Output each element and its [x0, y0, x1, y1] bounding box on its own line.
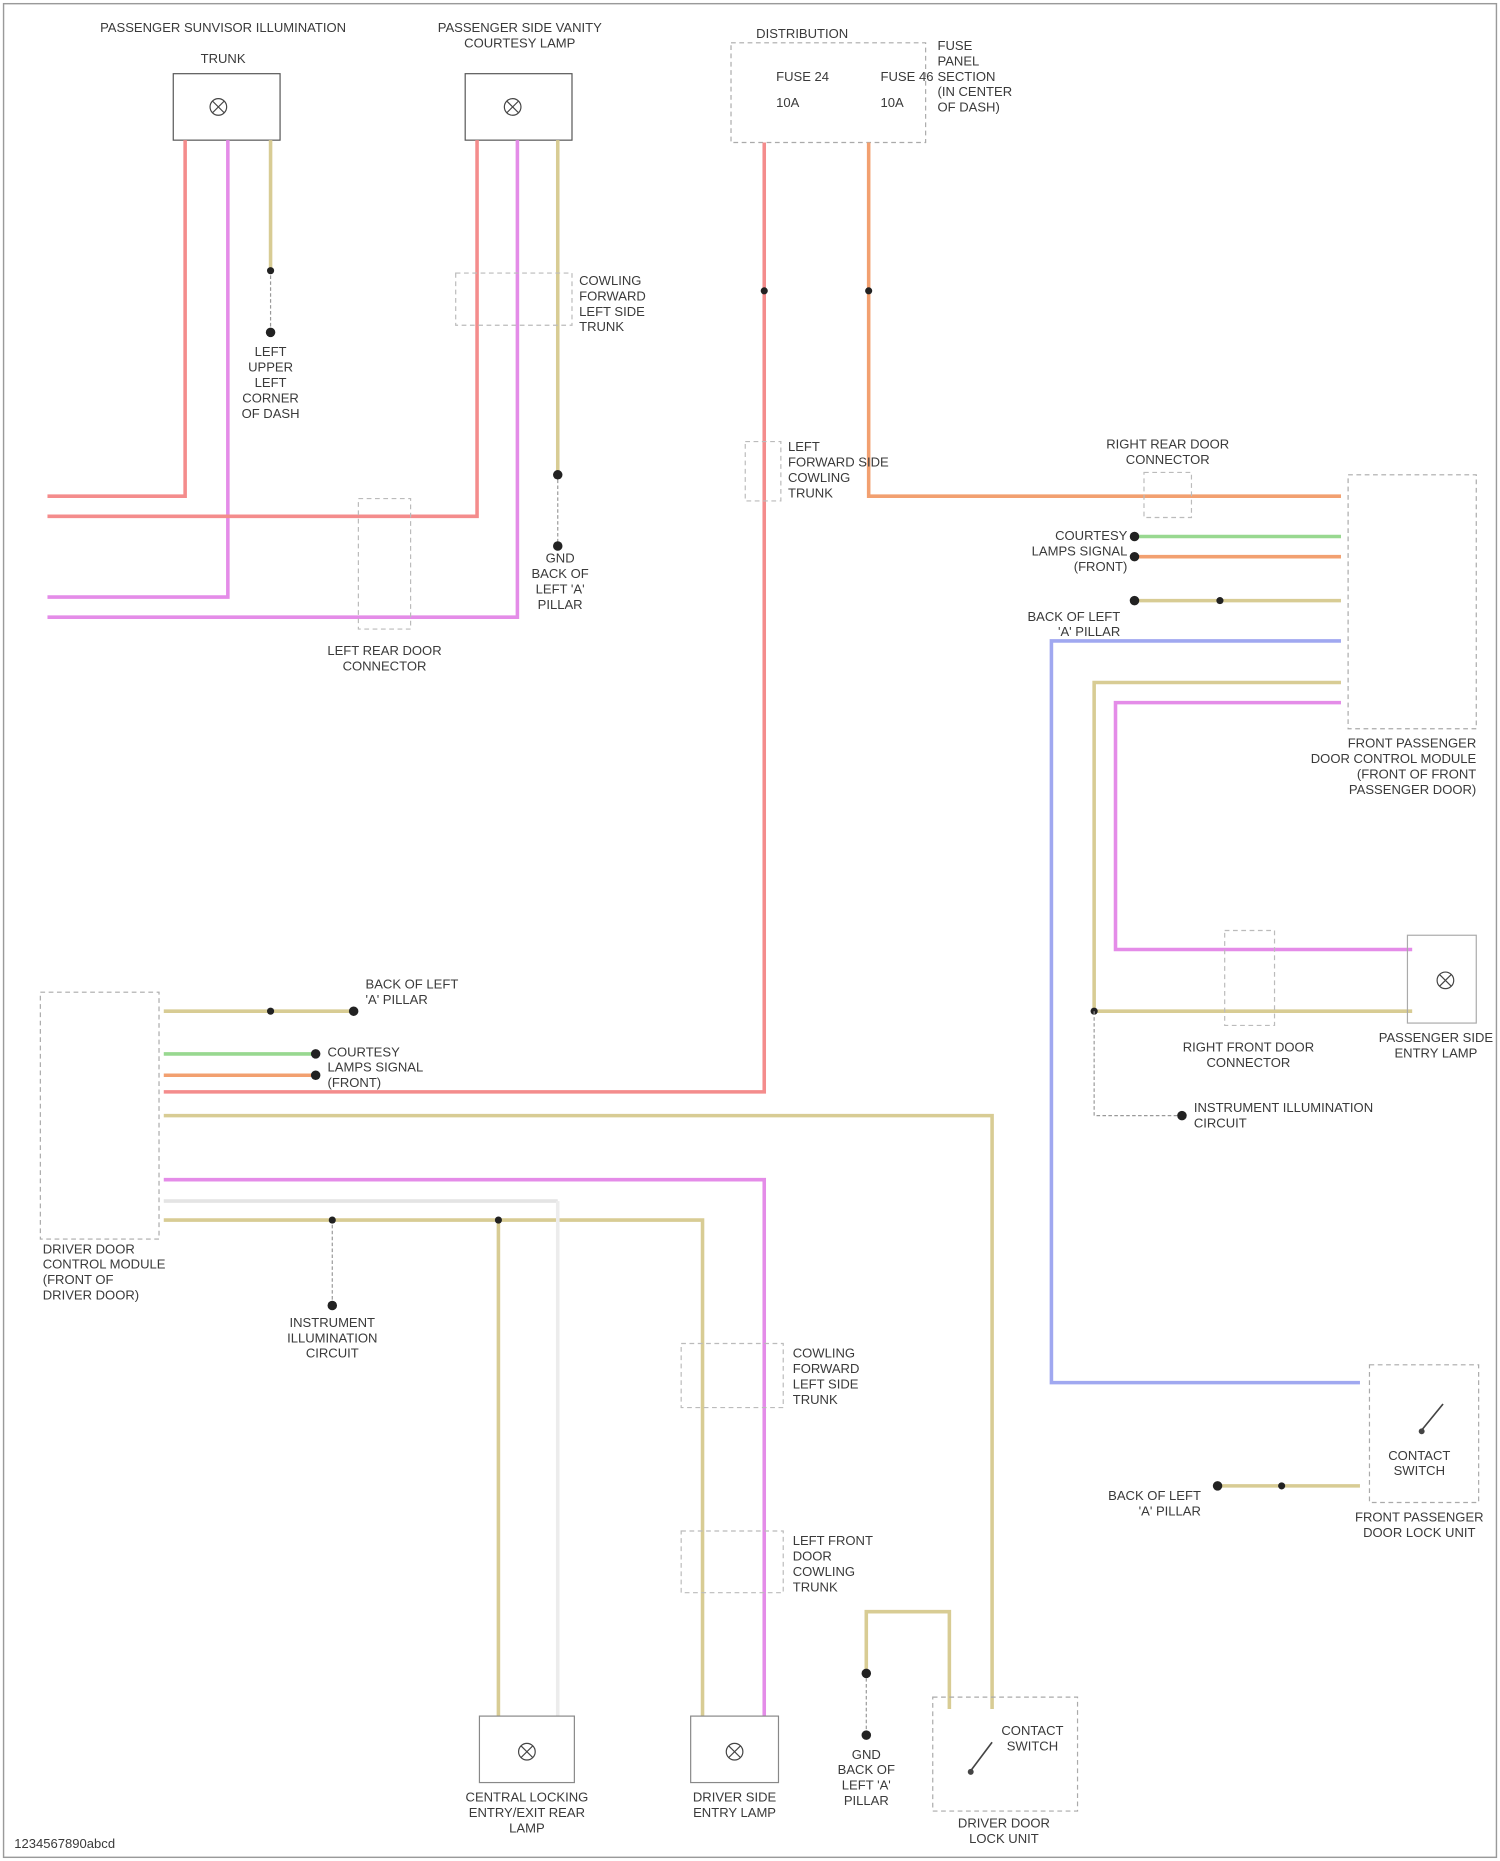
label-instrument-illum-b: INSTRUMENT — [290, 1315, 376, 1330]
label-left-module-2: CONTROL MODULE — [43, 1257, 166, 1272]
label-courtesy-a-3: (FRONT) — [1074, 559, 1128, 574]
label-connector-left-2: CONNECTOR — [343, 659, 427, 674]
label-fuse-side: FUSE — [937, 38, 972, 53]
label-fuse-side-3: SECTION — [937, 69, 995, 84]
label-conn-lower-a-4: TRUNK — [793, 1392, 838, 1407]
label-fuse-b: FUSE 46 — [881, 69, 934, 84]
label-left-module-3: (FRONT OF — [43, 1272, 114, 1287]
central-locking-entry-lamp: CENTRAL LOCKING ENTRY/EXIT REAR LAMP — [466, 1716, 589, 1835]
label-entry-lamp-left: CENTRAL LOCKING — [466, 1790, 589, 1805]
label-courtesy-b-2: LAMPS SIGNAL — [328, 1060, 424, 1075]
label-gnd-bottom-4: PILLAR — [844, 1793, 889, 1808]
label-right-front-conn-2: CONNECTOR — [1206, 1055, 1290, 1070]
label-contact-switch-b-2: SWITCH — [1007, 1739, 1058, 1754]
label-gnd-bottom: GND — [852, 1747, 881, 1762]
label-conn-lower-a-2: FORWARD — [793, 1361, 860, 1376]
label-courtesy-a-2: LAMPS SIGNAL — [1032, 543, 1128, 558]
label-passenger-illum-2: TRUNK — [201, 51, 246, 66]
label-connector-left: LEFT REAR DOOR — [327, 643, 441, 658]
label-entry-lamp-mid-2: ENTRY LAMP — [693, 1805, 776, 1820]
label-conn-lower-b-2: DOOR — [793, 1549, 832, 1564]
label-ground-a-4: CORNER — [242, 390, 299, 405]
label-contact-switch-b: CONTACT — [1001, 1723, 1063, 1738]
label-gnd-bottom-2: BACK OF — [838, 1762, 895, 1777]
label-inline-connector-3: COWLING — [788, 470, 850, 485]
label-ground-b-3: LEFT 'A' — [536, 581, 585, 596]
label-gnd-bottom-3: LEFT 'A' — [842, 1778, 891, 1793]
label-fuse-side-2: PANEL — [937, 53, 979, 68]
label-entry-lamp-mid: DRIVER SIDE — [693, 1790, 777, 1805]
label-inline-connector: LEFT — [788, 439, 820, 454]
label-fuse-box: DISTRIBUTION — [756, 26, 848, 41]
label-connector-mid-4: TRUNK — [579, 319, 624, 334]
label-pass-door-switch-2: DOOR LOCK UNIT — [1363, 1525, 1475, 1540]
label-entry-lamp-left-2: ENTRY/EXIT REAR — [469, 1805, 585, 1820]
label-connector-mid: COWLING — [579, 273, 641, 288]
label-conn-lower-b: LEFT FRONT — [793, 1533, 873, 1548]
label-right-module: FRONT PASSENGER — [1348, 736, 1477, 751]
label-conn-lower-a-3: LEFT SIDE — [793, 1377, 859, 1392]
label-fuse-side-5: OF DASH) — [937, 100, 999, 115]
label-back-pillar: BACK OF LEFT — [1027, 609, 1120, 624]
label-instrument-illum-b-2: ILLUMINATION — [287, 1330, 377, 1345]
label-conn-lower-a: COWLING — [793, 1346, 855, 1361]
label-right-module-3: (FRONT OF FRONT — [1357, 767, 1476, 782]
label-instrument-illum: INSTRUMENT ILLUMINATION — [1194, 1100, 1373, 1115]
label-pass-door-switch: FRONT PASSENGER — [1355, 1509, 1484, 1524]
label-ground-a-5: OF DASH — [242, 406, 300, 421]
label-connector-mid-3: LEFT SIDE — [579, 304, 645, 319]
label-courtesy-a: COURTESY — [1055, 528, 1128, 543]
label-right-rear-conn: RIGHT REAR DOOR — [1106, 437, 1229, 452]
label-passenger-vanity-2: COURTESY LAMP — [464, 36, 575, 51]
label-connector-mid-2: FORWARD — [579, 288, 646, 303]
label-gnd-right-2: 'A' PILLAR — [1139, 1504, 1201, 1519]
label-conn-lower-b-3: COWLING — [793, 1564, 855, 1579]
label-passenger-vanity: PASSENGER SIDE VANITY — [438, 20, 602, 35]
label-passenger-illum: PASSENGER SUNVISOR ILLUMINATION — [100, 20, 346, 35]
label-fuse-b-amp: 10A — [881, 95, 905, 110]
label-ground-a-3: LEFT — [255, 375, 287, 390]
label-fuse-a: FUSE 24 — [776, 69, 829, 84]
label-fuse-a-amp: 10A — [776, 95, 800, 110]
label-passenger-lamp: PASSENGER SIDE — [1379, 1030, 1494, 1045]
label-right-front-conn: RIGHT FRONT DOOR — [1183, 1040, 1314, 1055]
label-passenger-lamp-2: ENTRY LAMP — [1394, 1045, 1477, 1060]
label-right-module-4: PASSENGER DOOR) — [1349, 782, 1476, 797]
label-right-rear-conn-2: CONNECTOR — [1126, 452, 1210, 467]
label-ground-a-2: UPPER — [248, 360, 293, 375]
label-ground-b-4: PILLAR — [538, 597, 583, 612]
label-driver-door-switch-2: LOCK UNIT — [969, 1831, 1039, 1846]
label-left-back-2: 'A' PILLAR — [366, 992, 428, 1007]
label-inline-connector-4: TRUNK — [788, 485, 833, 500]
label-right-module-2: DOOR CONTROL MODULE — [1311, 751, 1477, 766]
label-courtesy-b: COURTESY — [328, 1044, 401, 1059]
label-back-pillar-2: 'A' PILLAR — [1058, 624, 1120, 639]
label-courtesy-b-3: (FRONT) — [328, 1075, 382, 1090]
label-inline-connector-2: FORWARD SIDE — [788, 454, 889, 469]
label-instrument-illum-2: CIRCUIT — [1194, 1115, 1247, 1130]
label-left-module-4: DRIVER DOOR) — [43, 1288, 139, 1303]
label-instrument-illum-b-3: CIRCUIT — [306, 1346, 359, 1361]
label-entry-lamp-left-3: LAMP — [509, 1820, 545, 1835]
label-ground-b: GND — [546, 551, 575, 566]
label-ground-b-2: BACK OF — [531, 566, 588, 581]
label-contact-switch: CONTACT — [1388, 1448, 1450, 1463]
label-driver-door-switch: DRIVER DOOR — [958, 1816, 1050, 1831]
label-gnd-right: BACK OF LEFT — [1108, 1488, 1201, 1503]
label-conn-lower-b-4: TRUNK — [793, 1579, 838, 1594]
label-ground-a: LEFT — [255, 344, 287, 359]
label-contact-switch-2: SWITCH — [1394, 1463, 1445, 1478]
label-left-module: DRIVER DOOR — [43, 1241, 135, 1256]
driver-side-entry-lamp: DRIVER SIDE ENTRY LAMP — [691, 1716, 779, 1820]
label-left-back: BACK OF LEFT — [366, 977, 459, 992]
label-fuse-side-4: (IN CENTER — [937, 84, 1012, 99]
footer-id: 1234567890abcd — [14, 1836, 115, 1851]
